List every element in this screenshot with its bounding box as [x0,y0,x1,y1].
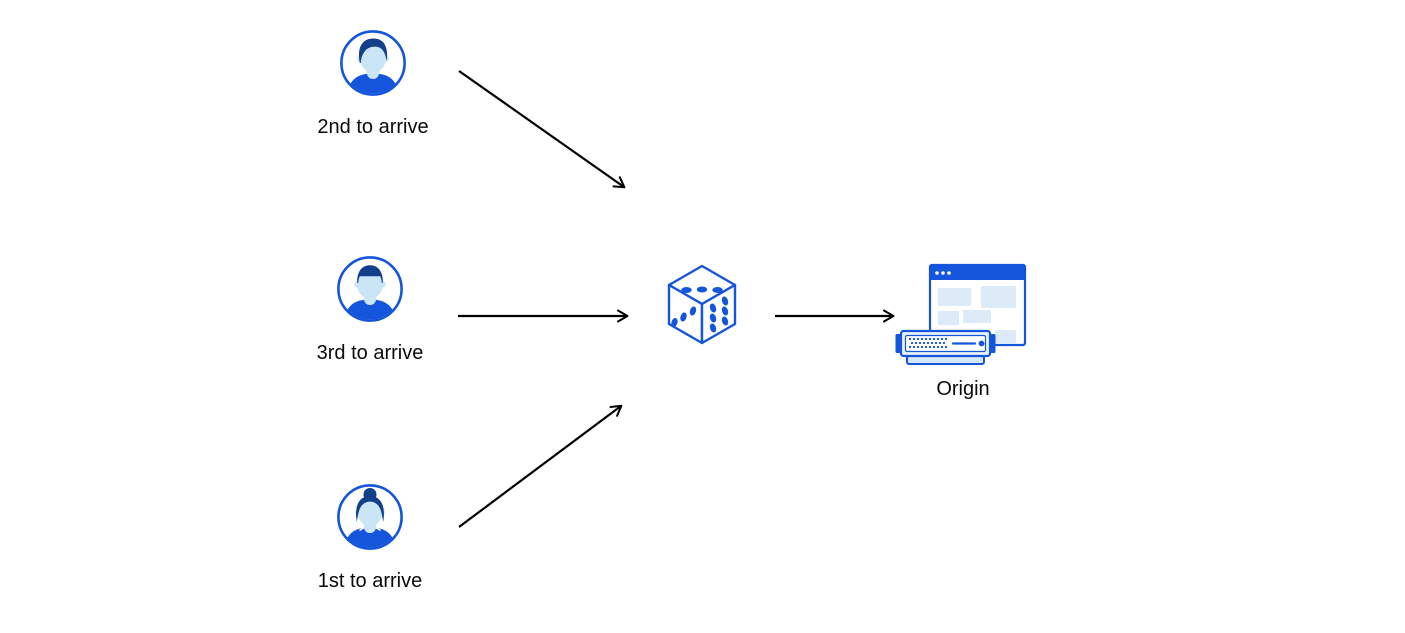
arrow-client2-to-dice [458,70,626,189]
server-icon [895,329,996,365]
client-node-second-to-arrive: 2nd to arrive [303,30,443,138]
user-avatar-male-swept-hair-icon [340,30,406,96]
browser-window-icon [928,263,1027,347]
user-avatar-female-bun-icon [337,484,403,550]
origin-browser-and-server-icon [893,261,1033,366]
client-label-third: 3rd to arrive [316,342,424,364]
origin-label: Origin [936,378,990,400]
arrow-client1-to-dice [458,404,623,528]
client-node-third-to-arrive: 3rd to arrive [300,256,440,364]
client-label-second: 2nd to arrive [317,116,429,138]
random-selector-node [666,263,738,347]
dice-icon [666,263,738,347]
client-label-first: 1st to arrive [317,570,423,592]
user-avatar-male-short-hair-icon [337,256,403,322]
client-node-first-to-arrive: 1st to arrive [300,484,440,592]
origin-node: Origin [893,261,1033,400]
